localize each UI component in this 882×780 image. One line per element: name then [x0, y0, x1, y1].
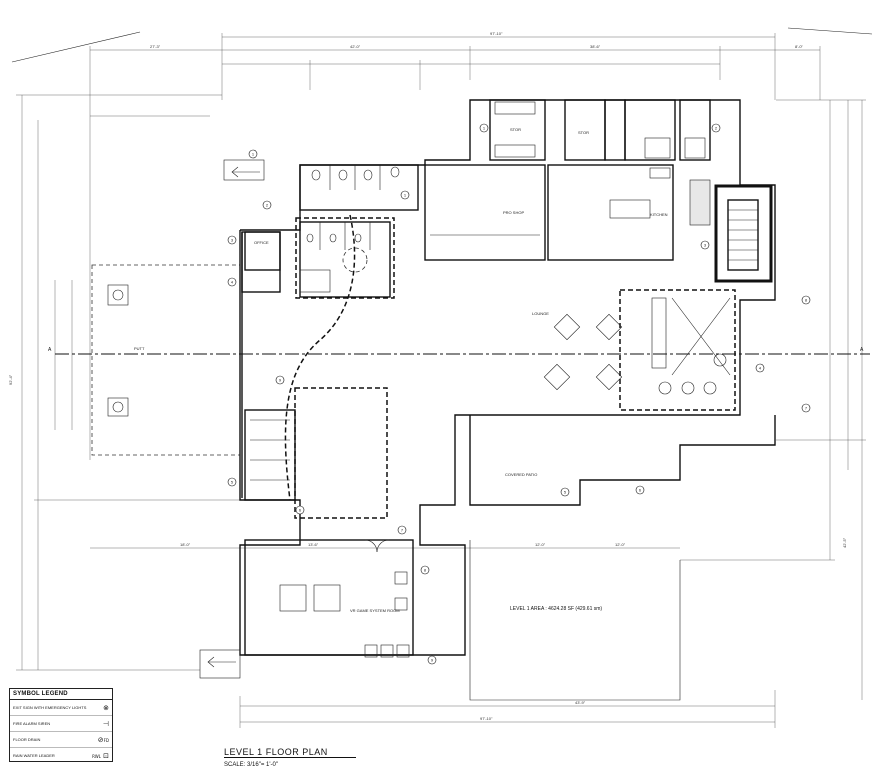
- keynote-tag-number: 6: [299, 508, 302, 513]
- section-marker-left: A: [48, 347, 52, 353]
- dim-mid-f: 13'-6": [308, 542, 319, 547]
- dim-bottom-b: 97'-10": [480, 716, 493, 721]
- keynote-tag-number: 4: [231, 280, 234, 285]
- legend-row: EXIT SIGN WITH EMERGENCY LIGHTS ⊗: [10, 700, 112, 716]
- dim-top-overall: 97'-10": [490, 31, 503, 36]
- keynote-tag-number: 6: [639, 488, 642, 493]
- top-dimension-strings: 97'-10" 27'-3" 42'-0" 38'-6" 8'-0": [89, 31, 821, 460]
- exit-arrows: [199, 159, 265, 679]
- floor-drain-code: FD: [103, 737, 109, 743]
- keynote-tag-number: 8: [424, 568, 427, 573]
- covered-patio-label: COVERED PATIO: [505, 472, 537, 477]
- lower-rooms: [244, 387, 388, 519]
- rain-water-leader-icon: RWL ⊡: [92, 751, 109, 760]
- sketch-line: [787, 27, 873, 35]
- bottom-dimension-strings: 43'-9" 97'-10" 18'-0" 13'-6" 12'-0" 12'-…: [90, 542, 776, 728]
- lounge-area: LOUNGE: [532, 289, 736, 411]
- dim-top-d: 8'-0": [795, 44, 804, 49]
- keynote-tag-number: 8: [805, 298, 808, 303]
- vr-game-room: VR GAME SYSTEM ROOM: [244, 539, 414, 658]
- fire-alarm-icon: ⊣: [102, 719, 109, 728]
- vr-game-room-label: VR GAME SYSTEM ROOM: [350, 608, 400, 613]
- keynote-tag-number: 3: [231, 238, 234, 243]
- rain-water-leader-code: RWL: [92, 753, 101, 759]
- office-label: OFFICE: [254, 240, 269, 245]
- drawing-title: LEVEL 1 FLOOR PLAN: [224, 747, 356, 758]
- kitchen-label: KITCHEN: [650, 212, 668, 217]
- legend-label: EXIT SIGN WITH EMERGENCY LIGHTS: [13, 705, 87, 710]
- keynote-tag-number: 3: [704, 243, 707, 248]
- keynote-tag-number: 7: [805, 406, 808, 411]
- keynote-tag-number: 1: [252, 152, 255, 157]
- covered-patio: COVERED PATIO: [469, 415, 776, 701]
- legend-row: FIRE ALARM SIREN ⊣: [10, 716, 112, 732]
- legend-row: FLOOR DRAIN ⊘FD: [10, 732, 112, 748]
- legend-label: FLOOR DRAIN: [13, 737, 41, 742]
- dim-mid-d: 12'-0": [615, 542, 626, 547]
- dim-left-overall: 92'-4": [8, 374, 13, 385]
- equipment-box: [107, 284, 129, 306]
- dim-top-a: 27'-3": [150, 44, 161, 49]
- keynote-tag-number: 2: [715, 126, 718, 131]
- pro-shop-room: [424, 164, 546, 261]
- putt-area-label: PUTT: [134, 346, 145, 351]
- keynote-tag-number: 1: [483, 126, 486, 131]
- section-line-a: A A: [48, 347, 870, 355]
- dim-top-b: 42'-0": [350, 44, 361, 49]
- symbol-legend: SYMBOL LEGEND EXIT SIGN WITH EMERGENCY L…: [9, 688, 113, 762]
- keynote-tag-number: 5: [231, 480, 234, 485]
- sketch-line: [11, 31, 141, 63]
- stor-1-label: STOR: [510, 127, 521, 132]
- putt-area-outline: [91, 264, 241, 456]
- exit-sign-icon: ⊗: [103, 703, 109, 712]
- drawing-title-block: LEVEL 1 FLOOR PLAN SCALE: 3/16"= 1'-0": [224, 742, 356, 768]
- drawing-scale: SCALE: 3/16"= 1'-0": [224, 762, 278, 768]
- legend-label: RAIN WATER LEADER: [13, 753, 55, 758]
- keynote-tag-number: 2: [266, 203, 269, 208]
- keynote-tags: 1 2 3 4 5 6 7 8 9 1 2 3 4 5 6 7 8 9 1: [227, 123, 811, 665]
- dim-mid-e: 18'-0": [180, 542, 191, 547]
- stor-2-label: STOR: [578, 130, 589, 135]
- floor-drain-icon: ⊘FD: [97, 735, 109, 744]
- dim-top-c: 38'-6": [590, 44, 601, 49]
- keynote-tag-number: 5: [564, 490, 567, 495]
- accessible-route-path: [284, 214, 356, 501]
- keynote-tag-number: 9: [431, 658, 434, 663]
- lounge-label: LOUNGE: [532, 311, 549, 316]
- legend-label: FIRE ALARM SIREN: [13, 721, 51, 726]
- legend-row: RAIN WATER LEADER RWL ⊡: [10, 748, 112, 763]
- equipment-circle: [112, 289, 124, 301]
- keynote-tag-number: 9: [279, 378, 282, 383]
- service-block: STOR STOR KITCHEN: [489, 99, 711, 261]
- pro-shop-label: PRO SHOP: [503, 210, 524, 215]
- dim-mid-c: 12'-0": [535, 542, 546, 547]
- equipment-circle: [112, 401, 124, 413]
- dim-bottom-a: 43'-9": [575, 700, 586, 705]
- restroom-block: [295, 164, 419, 299]
- right-dimension-strings: 42'-5": [680, 99, 866, 700]
- keynote-tag-number: 7: [401, 528, 404, 533]
- keynote-tag-number: 4: [759, 366, 762, 371]
- equipment-box: [107, 397, 129, 417]
- office-room: [244, 231, 281, 271]
- lounge-tables: [543, 313, 623, 391]
- left-dimension-strings: 92'-4": [8, 94, 240, 671]
- section-marker-right: A: [860, 347, 864, 353]
- keynote-tag-number: 1: [404, 193, 407, 198]
- level-area-note: LEVEL 1 AREA : 4624.28 SF (429.61 sm): [510, 606, 602, 612]
- stair: [714, 184, 773, 283]
- legend-title: SYMBOL LEGEND: [10, 689, 112, 700]
- dim-right-overall: 42'-5": [842, 537, 847, 548]
